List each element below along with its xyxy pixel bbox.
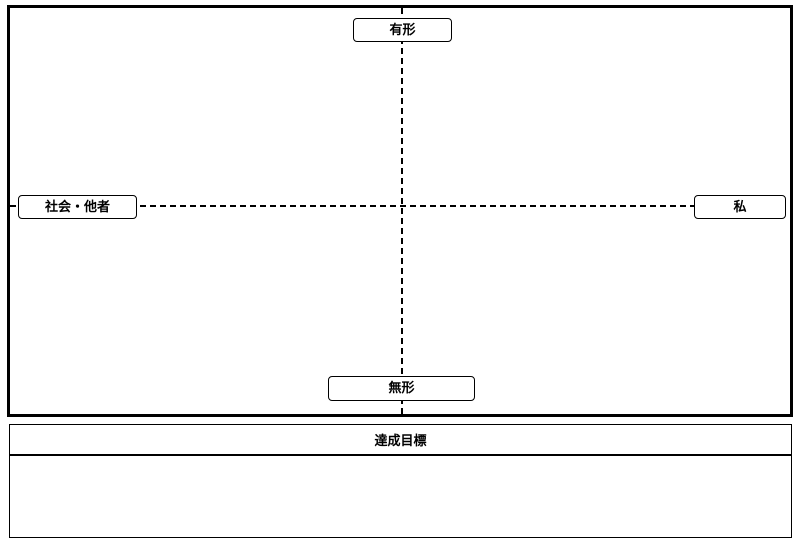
axis-label-bottom: 無形	[328, 376, 475, 401]
axis-label-top: 有形	[353, 18, 452, 42]
goal-content-area[interactable]	[10, 456, 791, 536]
axis-label-left: 社会・他者	[18, 195, 137, 219]
axis-label-right: 私	[694, 195, 786, 219]
goal-panel: 達成目標	[9, 424, 792, 538]
goal-title: 達成目標	[10, 425, 791, 456]
matrix-frame	[7, 5, 793, 417]
